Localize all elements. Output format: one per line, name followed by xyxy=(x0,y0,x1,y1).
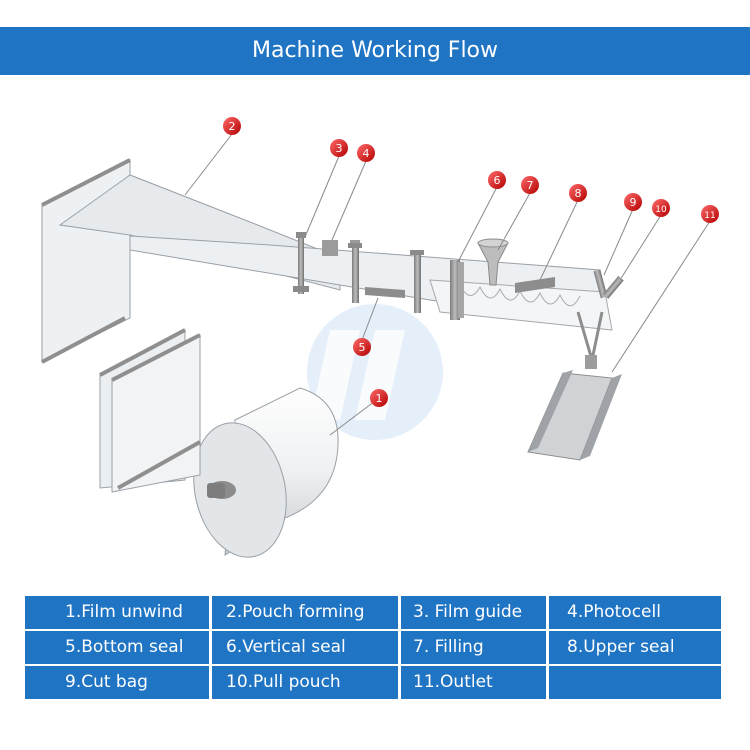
vertical-seal xyxy=(450,260,464,320)
legend-upper-seal: 8.Upper seal xyxy=(549,631,721,664)
legend-bottom-seal: 5.Bottom seal xyxy=(25,631,209,664)
callout-1: 1 xyxy=(370,389,388,407)
outlet-chute xyxy=(527,370,622,461)
callout-8: 8 xyxy=(569,184,587,202)
svg-text:2: 2 xyxy=(229,120,236,133)
watermark-logo xyxy=(307,304,443,440)
svg-text:3: 3 xyxy=(336,142,343,155)
film-roll xyxy=(193,387,339,558)
page-title: Machine Working Flow xyxy=(251,38,499,63)
legend-pull-pouch: 10.Pull pouch xyxy=(212,666,398,699)
machine-diagram: 1 2 3 4 5 6 7 8 9 10 11 xyxy=(41,117,719,558)
svg-text:10: 10 xyxy=(655,205,667,215)
film-guide xyxy=(293,232,309,294)
callout-11: 11 xyxy=(701,205,719,223)
legend-table: 1.Film unwind 2.Pouch forming 3. Film gu… xyxy=(25,596,721,708)
callout-10: 10 xyxy=(652,199,670,217)
callout-3: 3 xyxy=(330,139,348,157)
seal-bars xyxy=(348,243,424,313)
legend-film-guide: 3. Film guide xyxy=(401,596,546,629)
legend-filling: 7. Filling xyxy=(401,631,546,664)
svg-text:5: 5 xyxy=(359,341,366,354)
callout-2: 2 xyxy=(223,117,241,135)
callout-4: 4 xyxy=(357,144,375,162)
svg-text:9: 9 xyxy=(630,196,637,209)
title-bar: Machine Working Flow xyxy=(0,27,750,75)
bottom-seal xyxy=(365,287,405,298)
legend-film-unwind: 1.Film unwind xyxy=(25,596,209,629)
callout-5: 5 xyxy=(353,338,371,356)
svg-text:8: 8 xyxy=(575,187,582,200)
callout-9: 9 xyxy=(624,193,642,211)
svg-text:7: 7 xyxy=(527,179,534,192)
callout-7: 7 xyxy=(521,176,539,194)
svg-text:1: 1 xyxy=(376,392,383,405)
legend-cut-bag: 9.Cut bag xyxy=(25,666,209,699)
callout-6: 6 xyxy=(488,171,506,189)
svg-text:11: 11 xyxy=(704,211,715,221)
legend-outlet: 11.Outlet xyxy=(401,666,546,699)
legend-photocell: 4.Photocell xyxy=(549,596,721,629)
leader-lines xyxy=(184,133,711,436)
film-web xyxy=(41,158,613,493)
legend-vertical-seal: 6.Vertical seal xyxy=(212,631,398,664)
cutter xyxy=(576,269,624,369)
svg-text:6: 6 xyxy=(494,174,501,187)
legend-empty-cell xyxy=(549,666,721,699)
upper-seal xyxy=(515,277,555,293)
legend-pouch-forming: 2.Pouch forming xyxy=(212,596,398,629)
svg-text:4: 4 xyxy=(363,147,370,160)
